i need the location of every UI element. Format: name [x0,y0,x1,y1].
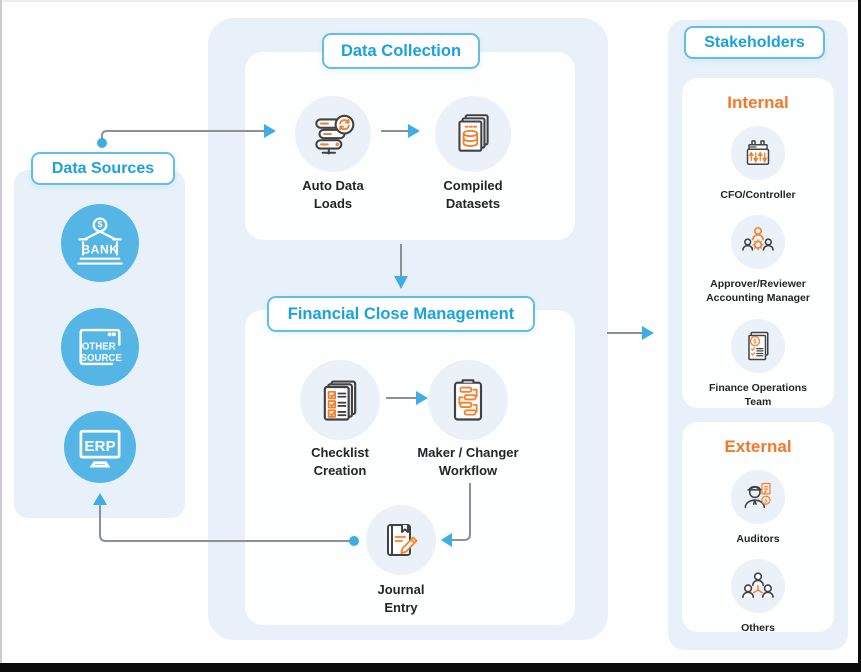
erp-label: ERP [84,438,115,455]
server-sync-icon [315,114,355,155]
connector-start-dot [97,138,107,148]
browser-window-icon: OTHER SOURCE [79,328,123,366]
dollar-glyph: $ [98,219,103,229]
dollar-glyph: $ [753,339,757,345]
internal-stakeholders-card: Internal [682,78,834,408]
maker-changer-label: Maker / Changer Workflow [417,445,519,478]
cfo-controller-item: CFO/Controller [720,126,796,202]
bank-label: BANK [81,242,118,256]
erp-monitor-icon: ERP [79,429,121,468]
journal-entry-node [366,505,436,575]
compiled-datasets-label: Compiled Datasets [443,178,503,211]
auditor-person-icon: $ [744,482,771,509]
checklist-pages-icon [323,380,357,421]
journal-entry-label: Journal Entry [377,582,425,615]
journal-pencil-icon [387,524,418,556]
approver-reviewer-item: Approver/Reviewer Accounting Manager [706,215,810,305]
team-gear-icon [742,227,774,251]
people-network-icon [742,572,774,599]
external-group-title: External [724,437,792,456]
other-source-node: OTHER SOURCE [61,308,139,386]
others-label: Others [741,622,775,635]
dollar-glyph: $ [764,498,767,504]
compiled-datasets-node [435,96,511,172]
auto-data-loads-node [295,96,371,172]
auto-data-loads-label: Auto Data Loads [302,178,364,211]
auditors-label: Auditors [736,533,780,545]
data-collection-title: Data Collection [322,33,480,69]
checklist-creation-node [300,360,380,440]
others-item: Others [731,559,785,635]
cash-register-icon [746,140,770,165]
other-source-label-line2: SOURCE [81,353,123,364]
internal-group-title: Internal [727,93,789,112]
frame-edge-bottom [0,663,861,672]
stacked-datasets-icon [458,114,489,152]
stakeholders-title: Stakeholders [684,26,825,59]
frame-edge-left [0,0,2,672]
other-source-label-line1: OTHER [82,341,116,352]
bank-icon: $ BANK [77,217,123,265]
frame-edge-top [0,0,861,2]
external-stakeholders-card: External [682,422,834,635]
maker-changer-node [428,360,508,440]
finance-operations-label: Finance Operations Team [708,381,808,408]
checklist-creation-label: Checklist Creation [311,445,369,478]
finance-operations-item: $ Finance Operations Team [708,318,808,409]
auditors-item: $ Auditors [731,470,785,546]
financial-close-title: Financial Close Management [267,296,535,332]
approver-reviewer-label: Approver/Reviewer Accounting Manager [706,278,810,305]
frame-edge-right [858,0,861,672]
bank-source-node: $ BANK [61,204,139,282]
workflow-clipboard-icon [453,379,483,421]
erp-source-node: ERP [64,411,136,483]
data-sources-title: Data Sources [31,152,175,185]
finance-report-icon: $ [748,331,769,360]
arrowhead-right-icon [642,326,654,340]
cfo-controller-label: CFO/Controller [720,189,796,201]
